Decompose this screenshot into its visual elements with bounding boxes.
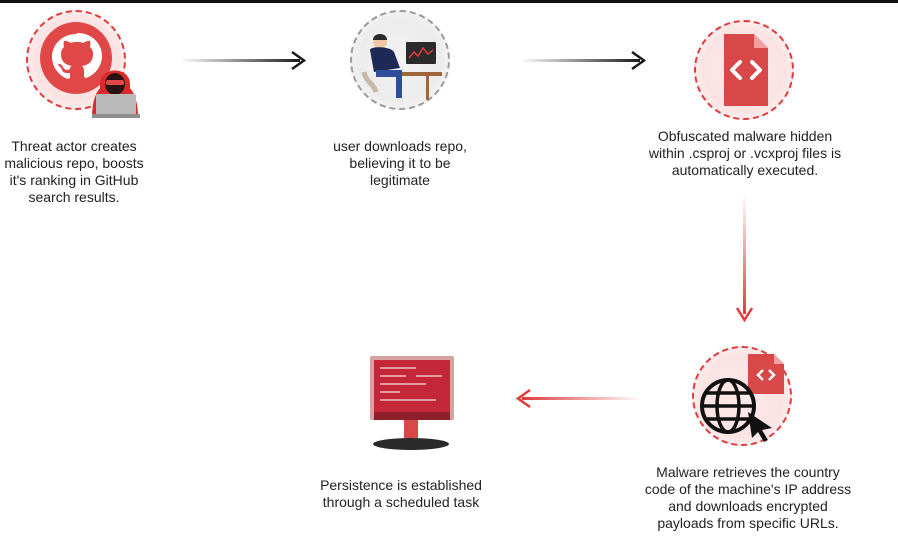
step-4-label: Malware retrieves the country code of th… [644, 464, 852, 531]
arrow-step4-to-step5 [515, 388, 642, 409]
developer-graphic [361, 34, 442, 100]
arrow-step1-to-step2 [180, 50, 307, 71]
arrow-step3-to-step4 [735, 194, 754, 323]
step-5-label: Persistence is established through a sch… [320, 477, 482, 510]
hacker-icon [92, 70, 140, 118]
monitor-icon [370, 356, 454, 450]
top-border [0, 0, 898, 3]
step-3-label: Obfuscated malware hidden within .csproj… [648, 128, 842, 178]
github-icon-graphic [40, 22, 112, 94]
globe-cursor-graphic [700, 354, 784, 442]
code-file-graphic [724, 34, 768, 106]
globe-cursor-icon [692, 346, 792, 446]
step-2-label: user downloads repo, believing it to be … [333, 138, 467, 188]
code-file-icon [694, 20, 794, 120]
developer-at-desk-icon [350, 10, 450, 110]
arrow-step2-to-step3 [520, 50, 647, 71]
step-1-label: Threat actor creates malicious repo, boo… [4, 138, 144, 205]
